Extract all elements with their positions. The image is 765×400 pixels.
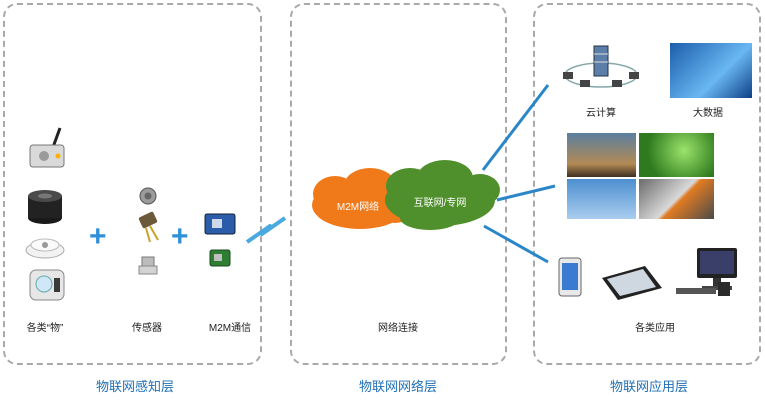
network-panel <box>290 3 507 365</box>
link-line-top <box>481 84 550 171</box>
network-layer-title: 物联网网络层 <box>358 379 437 394</box>
link-line-bottom <box>483 224 549 264</box>
m2m-network-label: M2M网络 <box>336 202 380 213</box>
thing-meter-icon <box>29 269 65 301</box>
industry-wind-turbines-image <box>567 179 636 219</box>
network-connection-label: 网络连接 <box>378 323 418 334</box>
thing-smoke-detector-icon <box>25 238 65 259</box>
industry-robot-arm-image <box>639 179 714 219</box>
smartphone-icon <box>558 257 582 297</box>
internet-network-label: 互联网/专网 <box>413 198 467 209</box>
things-label: 各类“物” <box>26 323 64 334</box>
m2m-module-icon <box>204 213 236 235</box>
big-data-image <box>670 43 752 98</box>
link-line-middle <box>496 184 556 202</box>
m2m-communication-label: M2M通信 <box>208 323 252 334</box>
application-layer-title: 物联网应用层 <box>609 379 688 394</box>
thing-round-sensor-icon <box>28 190 62 224</box>
perception-layer-title: 物联网感知层 <box>95 379 174 394</box>
m2m-cloud-shape <box>312 168 415 229</box>
sensor-probe-icon <box>138 211 159 243</box>
cloud-computing-label: 云计算 <box>586 108 616 119</box>
industry-plant-image <box>639 133 714 177</box>
m2m-chip-icon <box>209 249 231 267</box>
industry-refinery-image <box>567 133 636 177</box>
cloud-computing-icon <box>563 45 639 88</box>
applications-label: 各类应用 <box>635 323 675 334</box>
thing-sensor-box-icon <box>29 127 65 168</box>
sensor-gas-icon <box>139 187 157 205</box>
application-panel <box>533 3 761 365</box>
big-data-label: 大数据 <box>693 108 723 119</box>
perception-panel <box>3 3 262 365</box>
sensors-label: 传感器 <box>132 323 162 334</box>
sensor-pressure-icon <box>138 256 158 275</box>
internet-cloud-shape <box>385 160 500 230</box>
plus-icon-2: + <box>171 220 189 253</box>
wireless-link-icon <box>245 216 287 244</box>
tablet-icon <box>602 266 662 300</box>
desktop-computer-icon <box>676 248 737 296</box>
plus-icon-1: + <box>89 220 107 253</box>
